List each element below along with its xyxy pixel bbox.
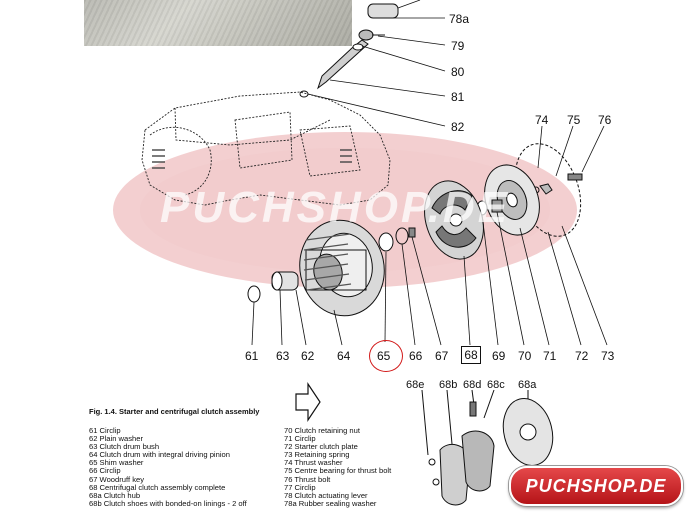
- callout-80: 80: [451, 65, 465, 79]
- legend-item: 63 Clutch drum bush: [89, 442, 160, 452]
- callout-68a: 68a: [518, 379, 537, 391]
- legend-item: 72 Starter clutch plate: [284, 442, 358, 452]
- figure-caption: Fig. 1.4. Starter and centrifugal clutch…: [89, 407, 260, 416]
- callout-63: 63: [276, 349, 290, 363]
- callout-61: 61: [245, 349, 259, 363]
- legend-item: 73 Retaining spring: [284, 450, 350, 460]
- callout-68b: 68b: [439, 379, 458, 391]
- callout-82: 82: [451, 120, 465, 134]
- legend-item: 66 Circlip: [89, 466, 121, 476]
- legend-item: 71 Circlip: [284, 434, 316, 444]
- legend-left: 61 Circlip 62 Plain washer 63 Clutch dru…: [89, 426, 247, 508]
- shop-logo-badge: PUCHSHOP.DE: [509, 466, 683, 506]
- callout-73: 73: [601, 349, 615, 363]
- legend-item: 68b Clutch shoes with bonded-on linings …: [89, 498, 247, 508]
- highlight-circle: [369, 340, 403, 372]
- photo-fragment: [84, 0, 352, 46]
- callout-65: 65: [377, 349, 391, 363]
- callout-79: 79: [451, 39, 465, 53]
- callout-76: 76: [598, 113, 612, 127]
- legend-item: 75 Centre bearing for thrust bolt: [284, 466, 392, 476]
- legend-item: 78 Clutch actuating lever: [284, 490, 368, 500]
- legend-right: 70 Clutch retaining nut 71 Circlip 72 St…: [284, 426, 392, 508]
- callout-78a: 78a: [449, 12, 470, 26]
- callout-64: 64: [337, 349, 351, 363]
- legend-item: 62 Plain washer: [89, 434, 144, 444]
- callout-68d: 68d: [463, 379, 482, 391]
- callout-68c: 68c: [487, 379, 505, 391]
- legend-item: 77 Circlip: [284, 482, 316, 492]
- legend-item: 67 Woodruff key: [89, 474, 145, 484]
- callout-71: 71: [543, 349, 557, 363]
- arrow-right-icon: [295, 382, 321, 422]
- legend-item: 65 Shim washer: [89, 458, 144, 468]
- legend-item: 68a Clutch hub: [89, 490, 141, 500]
- callout-74: 74: [535, 113, 549, 127]
- legend-item: 64 Clutch drum with integral driving pin…: [89, 450, 230, 460]
- callout-62: 62: [301, 349, 315, 363]
- callout-75: 75: [567, 113, 581, 127]
- callout-72: 72: [575, 349, 589, 363]
- callout-68-box: 68: [461, 346, 481, 364]
- callout-66: 66: [409, 349, 423, 363]
- callout-67: 67: [435, 349, 449, 363]
- callout-81: 81: [451, 90, 465, 104]
- callout-70: 70: [518, 349, 532, 363]
- callout-69: 69: [492, 349, 506, 363]
- legend-item: 61 Circlip: [89, 426, 121, 435]
- watermark-text: PUCHSHOP.DE: [160, 183, 511, 232]
- callout-68e: 68e: [406, 379, 425, 391]
- legend-item: 76 Thrust bolt: [284, 474, 331, 484]
- legend-item: 70 Clutch retaining nut: [284, 426, 360, 435]
- legend-item: 78a Rubber sealing washer: [284, 498, 377, 508]
- legend-item: 74 Thrust washer: [284, 458, 343, 468]
- legend-item: 68 Centrifugal clutch assembly complete: [89, 482, 226, 492]
